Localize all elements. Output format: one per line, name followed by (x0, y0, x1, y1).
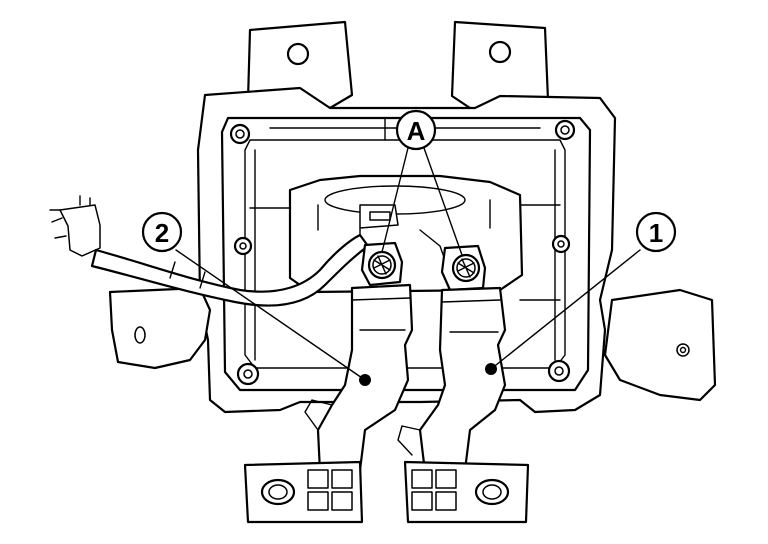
left-side-wing (108, 286, 212, 370)
callout-a-label: A (407, 116, 426, 146)
switch-a-right (440, 244, 487, 292)
mount-hole-mid-left (233, 236, 253, 256)
mount-hole-top-left (229, 123, 251, 145)
mount-hole-bottom-left (236, 362, 260, 386)
right-side-wing (603, 288, 717, 402)
frame-mount-holes (229, 119, 576, 386)
callout-1-label: 1 (649, 218, 663, 248)
mount-hole-bottom-right (547, 359, 571, 383)
mount-hole-top-right (554, 119, 576, 141)
left-floor-bolt (260, 478, 296, 506)
switch-a-left (360, 241, 404, 287)
right-floor-grid (411, 469, 457, 511)
callout-2-label: 2 (155, 218, 169, 248)
left-floor-grid (307, 469, 353, 511)
callout-a: A (395, 109, 437, 151)
wire-harness (49, 195, 370, 307)
callout-1: 1 (635, 211, 677, 253)
right-floor-bolt (474, 478, 510, 506)
leader-a-left (381, 147, 409, 253)
leader-1 (490, 249, 641, 370)
leader-a-right (423, 147, 463, 256)
floor-bracket (243, 460, 530, 524)
leader-2 (175, 249, 366, 381)
leader-lines (175, 147, 641, 381)
pedal-arm-2 (304, 283, 414, 474)
callout-2: 2 (141, 211, 183, 253)
mount-hole-mid-right (551, 234, 571, 254)
